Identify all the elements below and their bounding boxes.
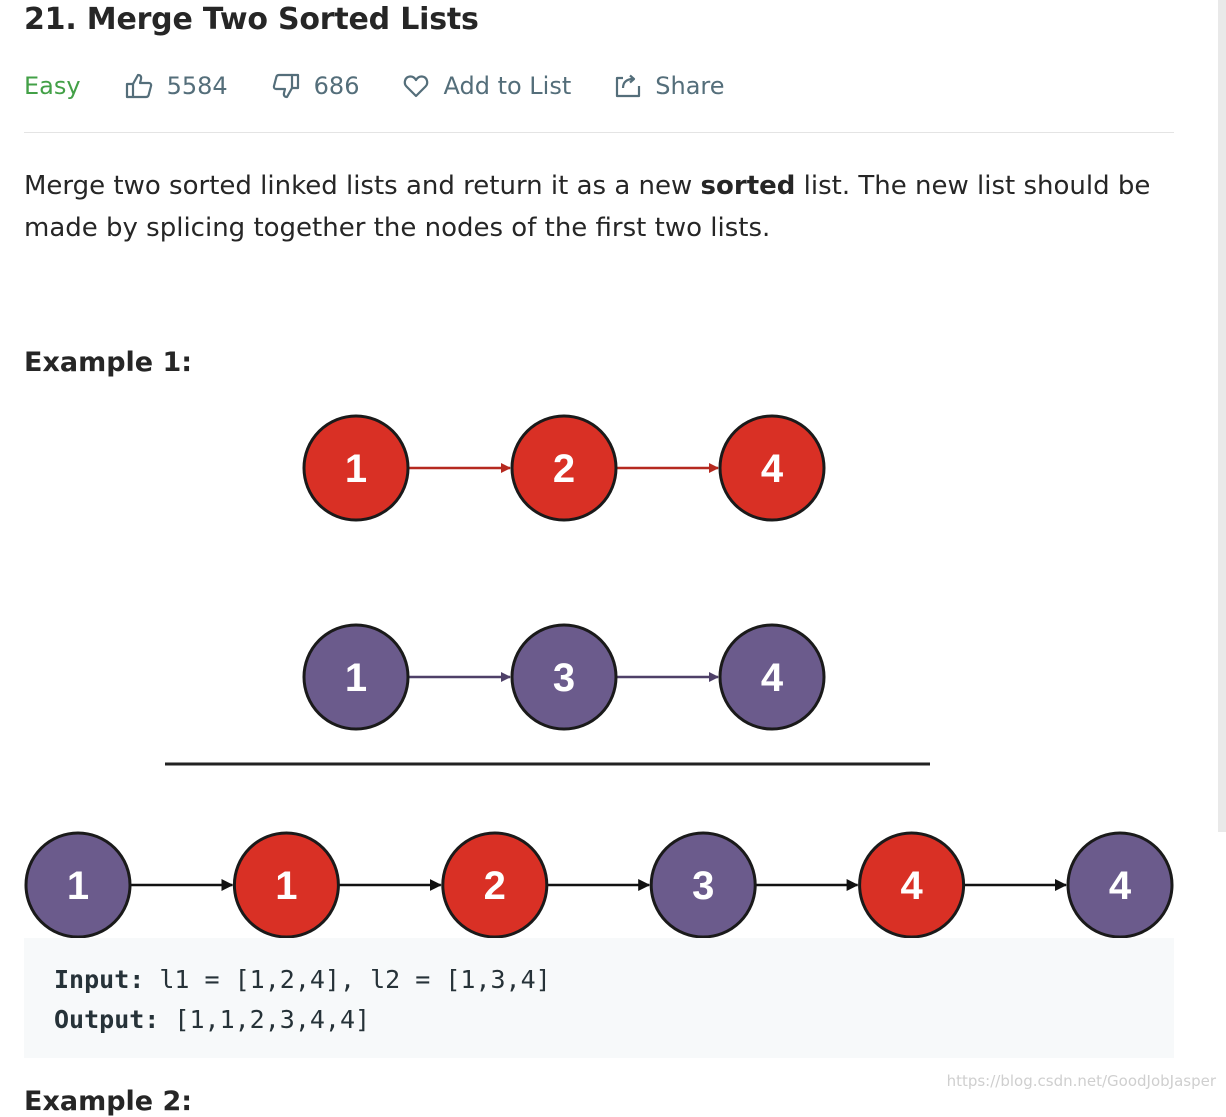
node-circle [718,623,826,731]
node-circle [718,414,826,522]
output-value: [1,1,2,3,4,4] [159,1005,371,1034]
list-node: 2 [441,831,549,939]
share-label: Share [655,72,725,100]
input-label: Input: [54,965,145,994]
node-value: 3 [692,864,714,908]
thumbs-down-icon [272,73,299,99]
list-node: 1 [302,623,410,731]
share-button[interactable]: Share [615,72,725,100]
dislike-button[interactable]: 686 [272,72,360,100]
problem-description: Merge two sorted linked lists and return… [24,165,1174,249]
node-circle [510,414,618,522]
node-value: 3 [553,656,575,700]
like-button[interactable]: 5584 [125,72,228,100]
add-to-list-label: Add to List [443,72,572,100]
output-label: Output: [54,1005,160,1034]
heart-icon [404,75,429,98]
list-node: 3 [649,831,757,939]
node-circle [232,831,340,939]
description-text-rest: list. The new list should be made by spl… [24,171,1151,243]
output-line: Output: [1,1,2,3,4,4] [54,1000,1174,1040]
problem-meta-bar: Easy 5584 686 Add to List Share [24,66,769,106]
watermark: https://blog.csdn.net/GoodJobJasper [946,1072,1216,1090]
node-value: 1 [345,447,367,491]
likes-count: 5584 [166,72,228,100]
list1-row: 1 2 4 [302,414,826,522]
input-value: l1 = [1,2,4], l2 = [1,3,4] [144,965,551,994]
node-circle [302,414,410,522]
node-value: 4 [1109,864,1132,908]
list2-row: 1 3 4 [302,623,826,731]
list-node: 1 [232,831,340,939]
list-node: 2 [510,414,618,522]
node-circle [649,831,757,939]
node-circle [441,831,549,939]
node-value: 1 [345,656,367,700]
share-icon [616,74,641,98]
thumbs-up-icon [125,73,152,99]
example-1-io-block: Input: l1 = [1,2,4], l2 = [1,3,4] Output… [24,938,1174,1058]
linked-list-diagram: 1 2 4 1 3 4 1 1 2 3 4 4 [24,414,1174,939]
input-line: Input: l1 = [1,2,4], l2 = [1,3,4] [54,960,1174,1000]
list-node: 4 [858,831,966,939]
list-node: 1 [302,414,410,522]
merged-row: 1 1 2 3 4 4 [24,831,1174,939]
node-value: 4 [761,447,784,491]
node-value: 4 [900,864,923,908]
list-node: 4 [1066,831,1174,939]
dislikes-count: 686 [313,72,360,100]
list-node: 4 [718,414,826,522]
node-value: 1 [275,864,297,908]
list-node: 1 [24,831,132,939]
description-bold-word: sorted [700,171,796,201]
difficulty-badge: Easy [24,72,81,100]
page-scrollbar[interactable] [1218,0,1226,832]
node-circle [302,623,410,731]
node-value: 2 [553,447,575,491]
divider [24,132,1174,133]
add-to-list-button[interactable]: Add to List [403,72,571,100]
node-value: 1 [67,864,89,908]
problem-title: 21. Merge Two Sorted Lists [24,2,479,37]
list-node: 3 [510,623,618,731]
node-value: 4 [761,656,784,700]
node-circle [24,831,132,939]
list-node: 4 [718,623,826,731]
node-value: 2 [484,864,506,908]
node-circle [858,831,966,939]
description-text: Merge two sorted linked lists and return… [24,171,701,201]
example-2-heading: Example 2: [24,1086,193,1117]
node-circle [1066,831,1174,939]
example-1-heading: Example 1: [24,347,193,378]
node-circle [510,623,618,731]
